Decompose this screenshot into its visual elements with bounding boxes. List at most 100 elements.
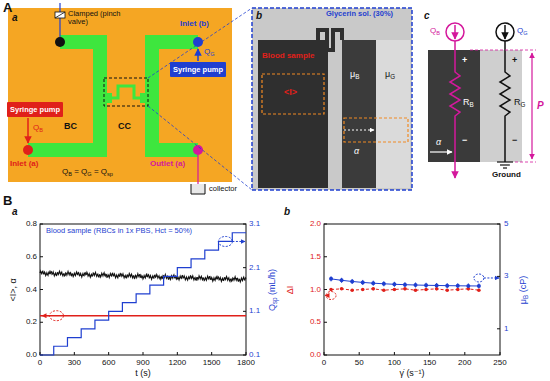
chart-frame xyxy=(40,322,43,323)
polarity-sign: − xyxy=(512,136,517,146)
chart-frame xyxy=(40,256,43,257)
source-label: QG xyxy=(517,27,528,36)
valve-label: Clamped (pinch valve) xyxy=(68,10,122,27)
microfluidic-chip xyxy=(59,3,60,37)
chart-frame xyxy=(211,352,212,355)
subscript: B xyxy=(470,101,474,108)
source-label: QB xyxy=(430,27,440,36)
chart-series xyxy=(218,236,232,246)
microfluidic-chip xyxy=(28,42,100,150)
equivalent-circuit xyxy=(446,23,464,41)
interface-label: α xyxy=(436,138,441,148)
microfluidic-chip xyxy=(148,106,252,190)
tick-label: 1.1 xyxy=(249,307,260,316)
axis-title: ΔI xyxy=(286,286,296,295)
tick-label: 250 xyxy=(493,359,506,368)
chart-series xyxy=(435,283,439,287)
microfluidic-chip xyxy=(140,93,152,103)
micrograph xyxy=(258,40,328,188)
resistor-label: RG xyxy=(514,98,525,108)
microfluidic-chip xyxy=(197,49,199,61)
subscript: G xyxy=(521,101,526,108)
chart-series xyxy=(382,288,386,292)
chart-frame xyxy=(324,224,500,355)
chart-series xyxy=(40,315,246,317)
axis-title: μB (cP) xyxy=(519,276,529,304)
chart-frame xyxy=(497,224,500,225)
subpanel-letter: a xyxy=(12,206,18,217)
tick-label: 0.8 xyxy=(26,220,37,229)
micrograph xyxy=(376,40,410,188)
chart-series xyxy=(484,277,499,278)
chart-title: Blood sample (RBCs in 1x PBS, Hct = 50%) xyxy=(46,227,192,235)
subscript: B xyxy=(355,73,359,80)
chart-series xyxy=(477,288,481,292)
chart-frame xyxy=(497,328,500,329)
micrograph xyxy=(344,118,408,142)
fluid-label: Glycerin sol. (30%) xyxy=(326,10,393,18)
microfluidic-chip xyxy=(148,8,252,78)
tick-label: 0.5 xyxy=(310,318,321,327)
microfluidic-chip xyxy=(55,37,65,47)
tick-label: 150 xyxy=(423,359,436,368)
microfluidic-chip xyxy=(100,93,112,103)
micrograph xyxy=(252,8,412,190)
tick-label: 50 xyxy=(355,359,364,368)
subscript: G xyxy=(523,30,527,36)
equivalent-circuit xyxy=(497,161,513,162)
chart-frame xyxy=(359,352,360,355)
equivalent-circuit xyxy=(504,25,506,39)
axis-title: γ̇ (s⁻¹) xyxy=(399,369,424,379)
tick-label: 0.6 xyxy=(26,252,37,261)
tick-label: 1.0 xyxy=(310,285,321,294)
micrograph xyxy=(252,8,412,190)
chart-series xyxy=(466,284,470,288)
axis-title: t (s) xyxy=(135,369,151,379)
chart-series xyxy=(340,278,344,282)
chart-frame xyxy=(497,276,500,277)
subscript: G xyxy=(210,51,214,57)
channel-label: CC xyxy=(118,122,131,132)
micrograph xyxy=(252,8,412,190)
ground-label: Ground xyxy=(492,171,521,180)
interface-label: α xyxy=(354,147,359,157)
microfluidic-chip xyxy=(55,12,65,18)
intensity-label: <I> xyxy=(284,88,297,98)
micrograph xyxy=(344,130,374,131)
tick-label: 900 xyxy=(136,359,149,368)
tick-label: 1800 xyxy=(237,359,255,368)
subscript: sp xyxy=(107,171,113,177)
flow-rate-label: QG xyxy=(204,48,215,57)
chart-frame xyxy=(40,289,43,290)
subscript: sp xyxy=(271,297,278,304)
chart-frame xyxy=(324,224,500,355)
chart-frame xyxy=(108,352,109,355)
equivalent-circuit xyxy=(450,41,460,178)
tick-label: 0 xyxy=(322,359,326,368)
chart-frame xyxy=(324,224,327,225)
chart-series xyxy=(329,288,333,292)
chart-series xyxy=(361,280,365,284)
inlet-label: Inlet (a) xyxy=(10,160,38,169)
chart-frame xyxy=(40,224,43,225)
equivalent-circuit xyxy=(430,151,452,152)
subpanel-letter: b xyxy=(284,206,290,217)
tick-label: 200 xyxy=(458,359,471,368)
micrograph xyxy=(342,40,376,188)
microfluidic-chip xyxy=(27,118,29,143)
equivalent-circuit xyxy=(454,25,456,39)
equivalent-circuit xyxy=(515,162,536,163)
chart-series xyxy=(456,284,460,288)
tick-label: 2.0 xyxy=(310,220,321,229)
subscript: B xyxy=(68,171,72,177)
viscosity-label: μB xyxy=(350,70,359,80)
box-text: Syringe pump xyxy=(173,65,223,74)
tick-label: 300 xyxy=(68,359,81,368)
chart-frame xyxy=(500,352,501,355)
chart-frame xyxy=(464,352,465,355)
tick-label: 3 xyxy=(504,272,508,281)
chart-series xyxy=(40,233,246,355)
equivalent-circuit xyxy=(503,167,507,168)
chart-frame xyxy=(394,352,395,355)
polarity-sign: + xyxy=(462,56,467,66)
